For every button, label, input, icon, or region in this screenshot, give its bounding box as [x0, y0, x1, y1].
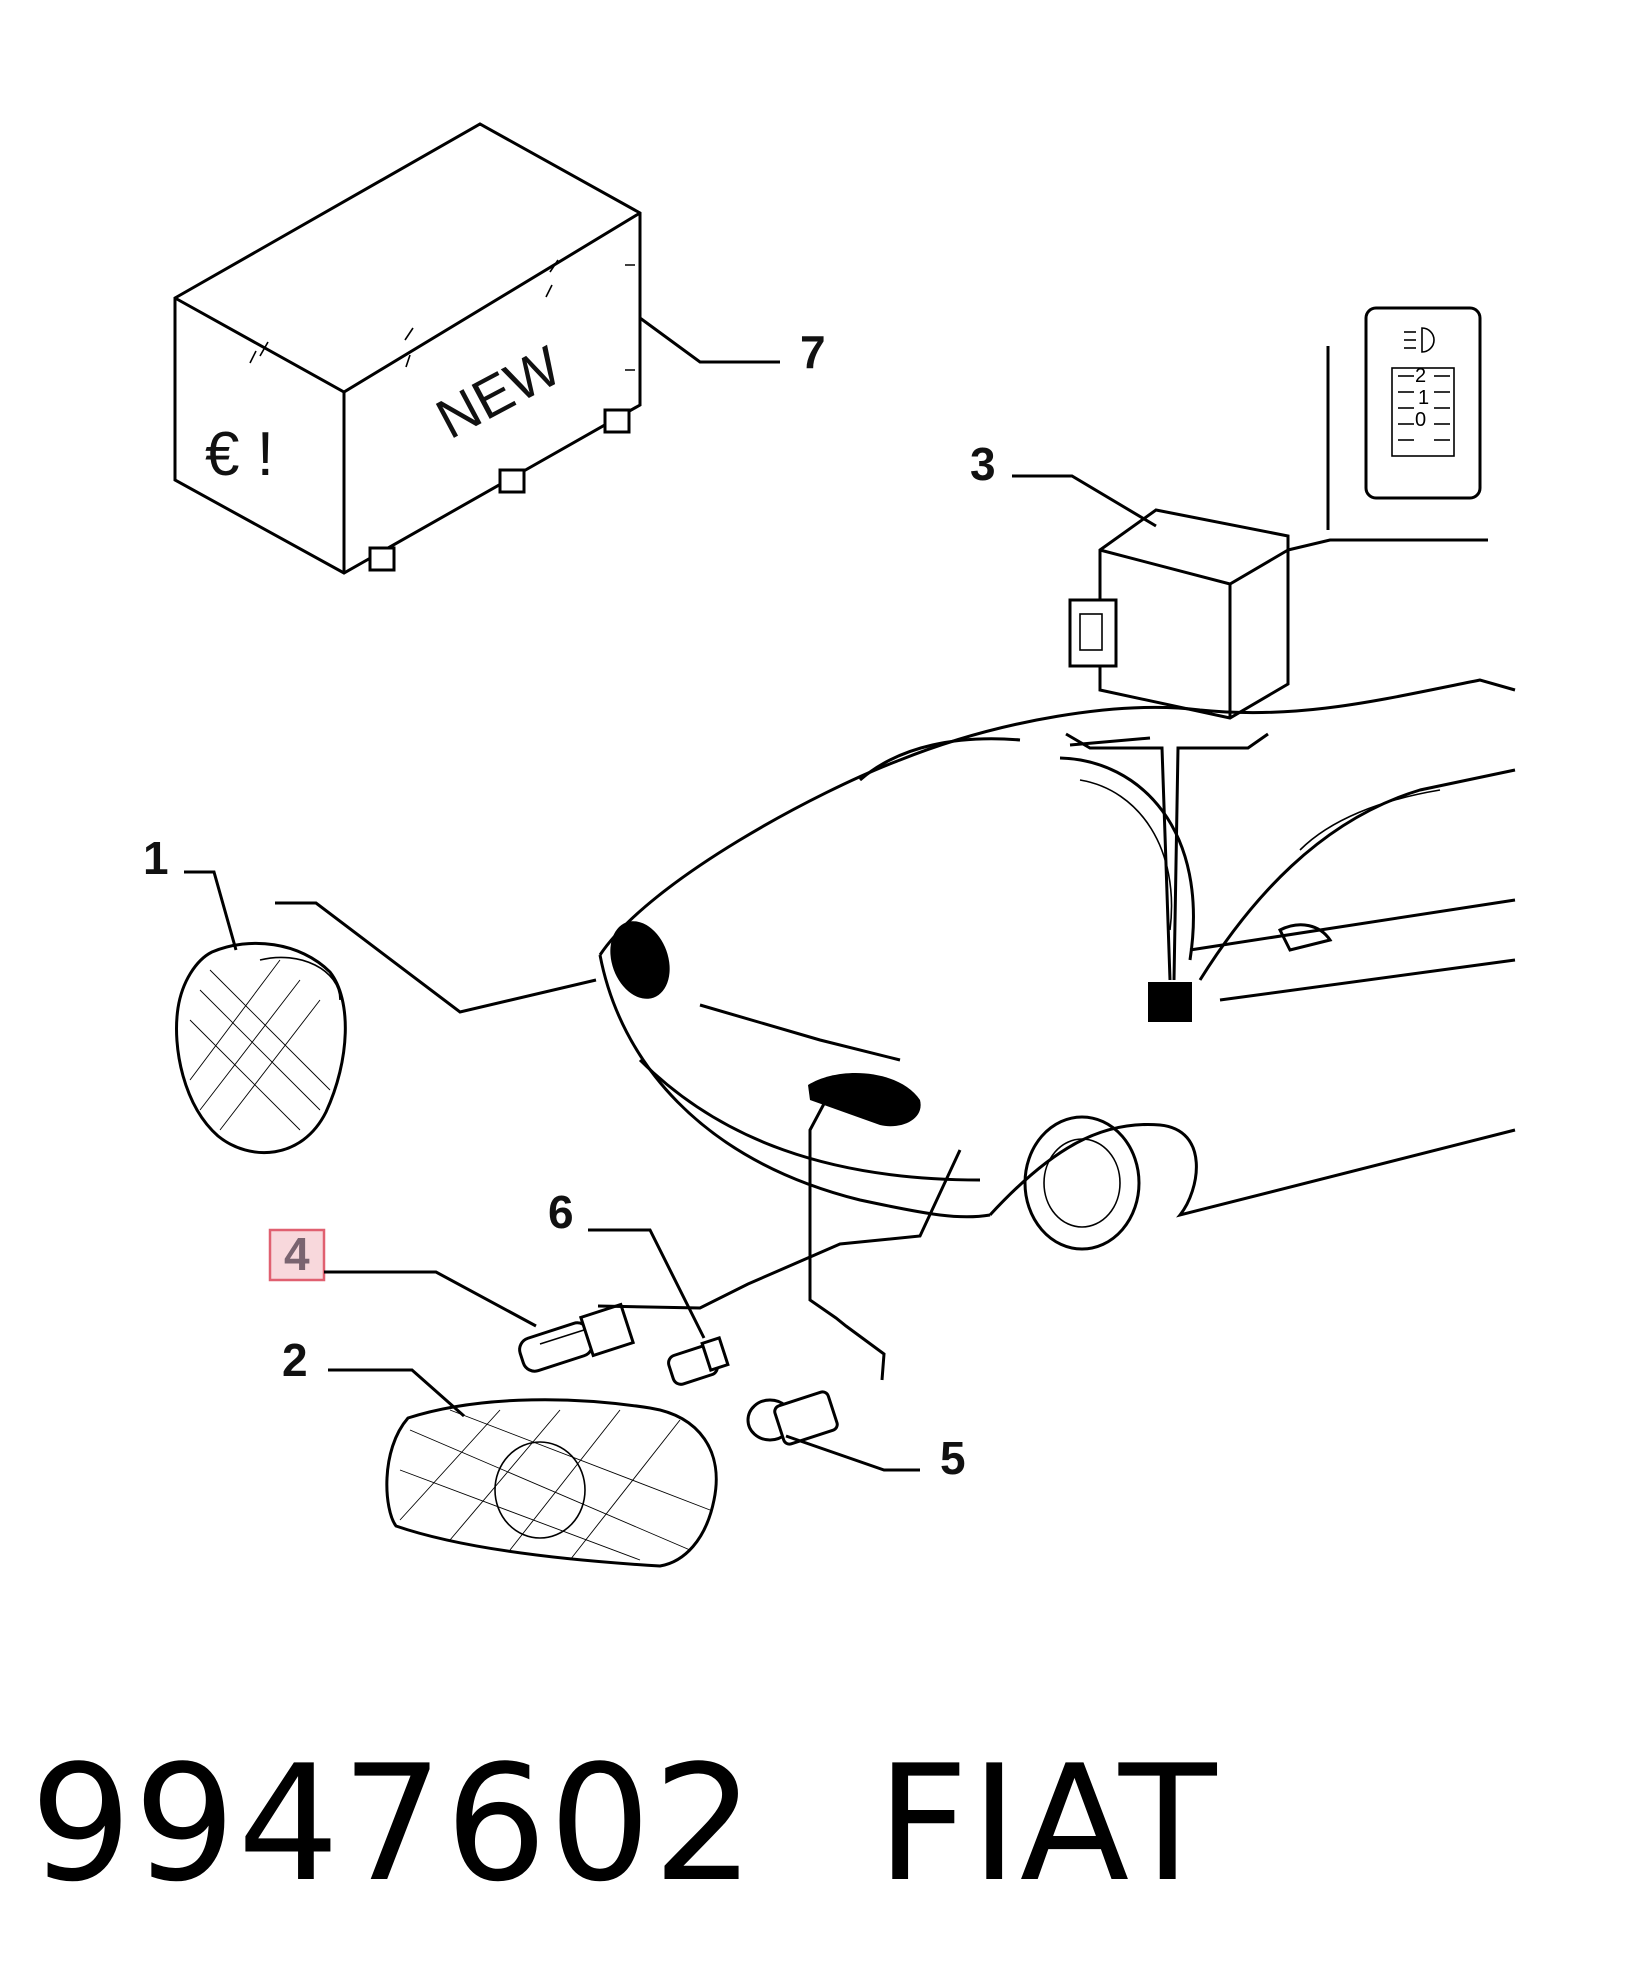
- leader-4: [324, 1270, 537, 1328]
- crate-symbols-label: € !: [205, 420, 274, 489]
- callout-4-highlight: [268, 1228, 326, 1282]
- leader-6: [588, 1228, 706, 1339]
- part-number: 9947602: [30, 1730, 757, 1917]
- footer-part-number: 9947602 FIAT: [30, 1730, 1219, 1917]
- brand-name: FIAT: [876, 1730, 1219, 1917]
- callout-5: 5: [940, 1432, 966, 1484]
- leader-3-to-car: [1065, 732, 1172, 981]
- callout-3: 3: [970, 438, 996, 490]
- bulb-part-4: [518, 1302, 636, 1373]
- leader-1: [184, 870, 238, 951]
- callout-1: 1: [143, 832, 169, 884]
- leader-7: [639, 316, 780, 364]
- foglamp-part-1: [175, 941, 347, 1155]
- callout-4: 4: [284, 1228, 310, 1280]
- callout-6: 6: [548, 1186, 574, 1238]
- callout-7: 7: [800, 326, 826, 378]
- headlamp-part-2: [385, 1398, 718, 1568]
- switch-pos-1: 1: [1418, 387, 1429, 409]
- car-outline: [598, 678, 1516, 1251]
- switch-connector: [1287, 538, 1488, 552]
- crate-part-7: NEW € !: [173, 122, 642, 575]
- switch-part-3: [1068, 508, 1290, 720]
- callout-2: 2: [282, 1334, 308, 1386]
- bulb-part-5: [746, 1390, 839, 1446]
- switch-pos-0: 0: [1415, 409, 1426, 431]
- leader-5: [785, 1434, 920, 1472]
- leader-3: [1012, 474, 1157, 528]
- leader-1-to-car: [275, 901, 597, 1014]
- bulb-part-6: [667, 1336, 730, 1386]
- switch-pos-2: 2: [1415, 365, 1426, 387]
- headlamp-leveling-icon: [1404, 327, 1435, 353]
- leader-2: [328, 1368, 465, 1418]
- leader-5-to-car: [808, 1099, 886, 1381]
- leader-4-to-car: [597, 1149, 962, 1310]
- headlamp-switch-panel: 2 1 0: [1364, 306, 1482, 500]
- leader-3b-to-car: [1172, 732, 1269, 981]
